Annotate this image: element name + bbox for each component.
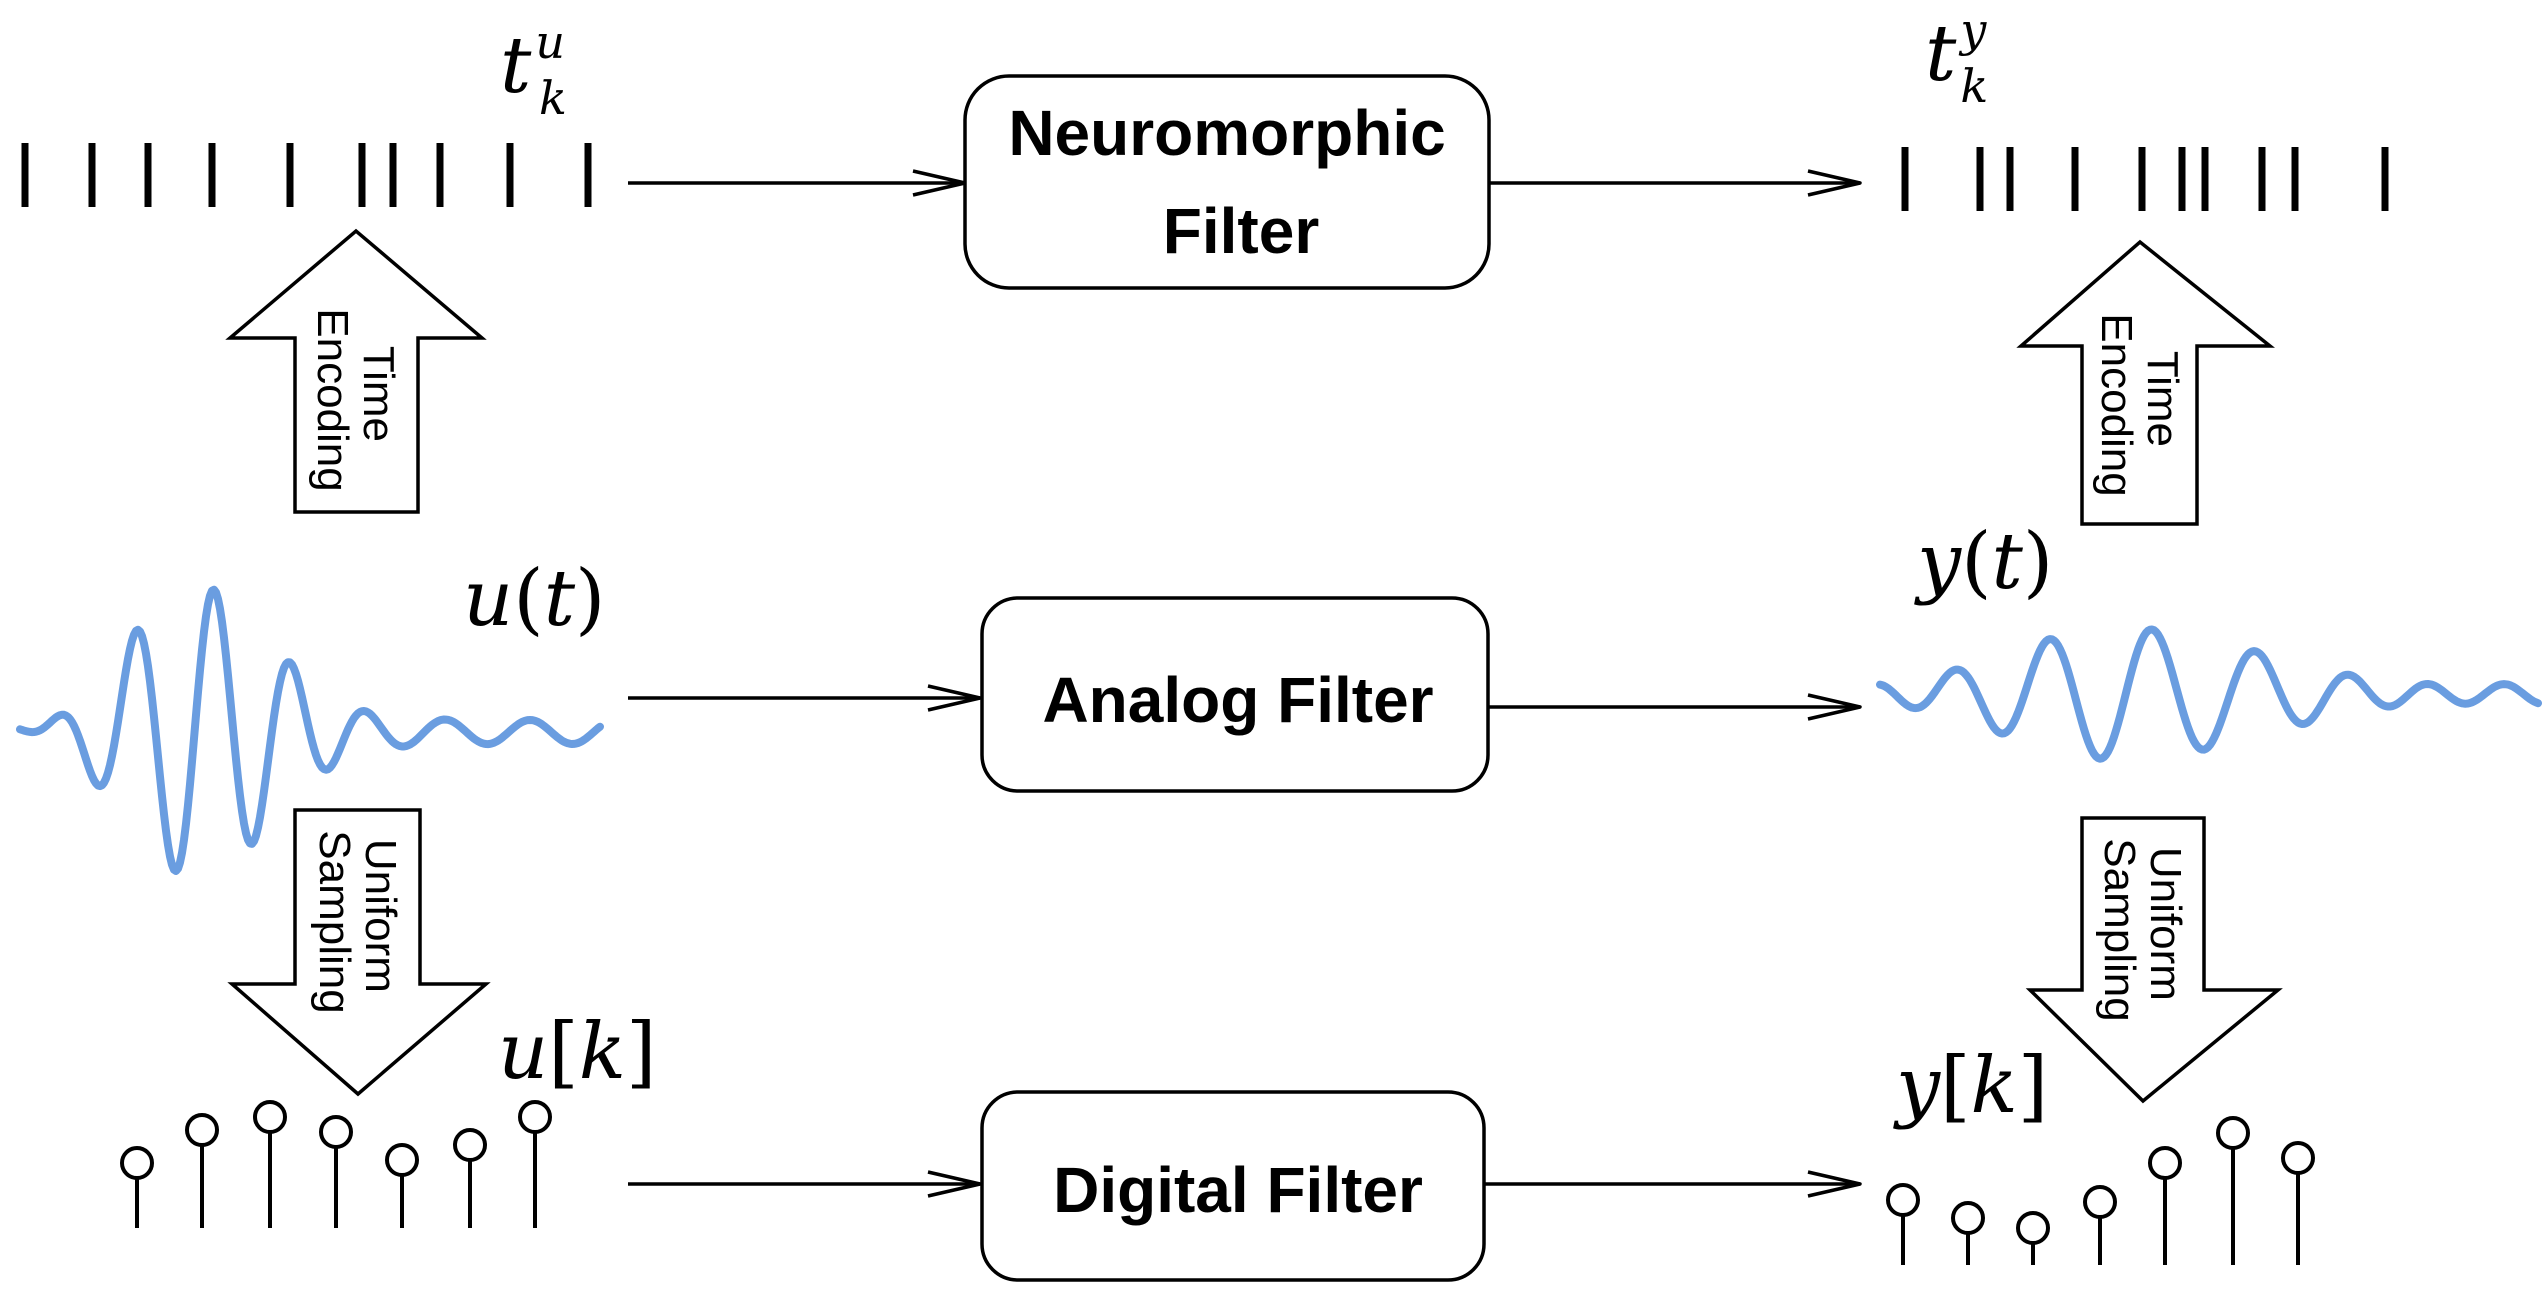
input-sample-marker	[253, 1100, 287, 1134]
digital-filter-label: Digital Filter	[1053, 1154, 1423, 1226]
output-digital-samples	[1886, 1116, 2315, 1265]
input-digital-name: u	[498, 1007, 548, 1097]
uniform-sampling-right-line2: Sampling	[2095, 838, 2144, 1021]
output-analog-waveform	[1876, 625, 2542, 763]
uniform-sampling-arrow-right: Uniform Sampling	[2025, 816, 2283, 1104]
output-spike-base: t	[1925, 9, 1957, 99]
time-encoding-left-line2: Encoding	[308, 308, 357, 491]
digital-filter-block: Digital Filter	[980, 1090, 1486, 1282]
input-spike-sup: u	[535, 15, 565, 69]
output-spike-sup: y	[1958, 3, 1987, 57]
input-analog-label: u(t)	[463, 554, 605, 644]
time-encoding-arrow-left: Time Encoding	[225, 228, 487, 514]
svg-text:Time Encoding: Time Encoding	[2092, 313, 2187, 496]
neuromorphic-filter-block: Neuromorphic Filter	[963, 74, 1491, 290]
svg-text:Time Encoding: Time Encoding	[308, 308, 403, 491]
uniform-sampling-left-line2: Sampling	[310, 830, 359, 1013]
input-sample-marker	[453, 1128, 487, 1162]
input-sample-marker	[185, 1113, 219, 1147]
input-sample-marker	[120, 1146, 154, 1180]
output-digital-arg: k	[1971, 1041, 2018, 1131]
input-spike-train	[21, 143, 592, 207]
output-sample-marker	[2148, 1146, 2182, 1180]
output-analog-name: y	[1914, 517, 1962, 607]
output-spike-sub: k	[1960, 59, 1988, 113]
time-encoding-arrow-right: Time Encoding	[2016, 239, 2275, 526]
output-analog-arg: t	[1992, 517, 2024, 607]
input-digital-label: u[k]	[498, 1007, 656, 1097]
output-spike-train	[1901, 147, 2389, 211]
uniform-sampling-left-line1: Uniform	[356, 839, 405, 993]
input-digital-arg: k	[579, 1007, 626, 1097]
input-analog-lparen: (	[513, 554, 543, 644]
output-sample-marker	[2016, 1211, 2050, 1245]
time-encoding-right-line2: Encoding	[2092, 313, 2141, 496]
output-digital-name: y	[1893, 1041, 1941, 1131]
neuromorphic-filter-line2: Filter	[1163, 195, 1319, 267]
analog-filter-block: Analog Filter	[980, 596, 1490, 793]
neuromorphic-filter-line1: Neuromorphic	[1008, 97, 1445, 169]
input-analog-arg: t	[544, 554, 576, 644]
input-sample-marker	[319, 1115, 353, 1149]
input-digital-rbracket: ]	[626, 1007, 656, 1097]
input-analog-rparen: )	[575, 554, 605, 644]
uniform-sampling-right-line1: Uniform	[2141, 847, 2190, 1001]
output-digital-rbracket: ]	[2018, 1041, 2048, 1131]
input-digital-samples	[120, 1100, 552, 1228]
input-sample-marker	[385, 1143, 419, 1177]
input-analog-name: u	[463, 554, 513, 644]
input-digital-lbracket: [	[548, 1007, 578, 1097]
analog-filter-label: Analog Filter	[1042, 664, 1433, 736]
uniform-sampling-arrow-left: Uniform Sampling	[227, 808, 491, 1097]
output-analog-rparen: )	[2023, 517, 2053, 607]
svg-text:Uniform Sampling: Uniform Sampling	[310, 830, 405, 1013]
time-encoding-right-line1: Time	[2138, 351, 2187, 447]
output-sample-marker	[2216, 1116, 2250, 1150]
output-sample-marker	[1886, 1183, 1920, 1217]
output-analog-label: y(t)	[1914, 517, 2053, 607]
svg-text:Uniform Sampling: Uniform Sampling	[2095, 838, 2190, 1021]
output-digital-label: y[k]	[1893, 1041, 2048, 1131]
output-sample-marker	[2281, 1141, 2315, 1175]
output-digital-lbracket: [	[1940, 1041, 1970, 1131]
output-analog-lparen: (	[1961, 517, 1991, 607]
time-encoding-left-line1: Time	[354, 346, 403, 442]
input-spike-sub: k	[539, 71, 567, 125]
input-sample-marker	[518, 1100, 552, 1134]
output-sample-marker	[1951, 1201, 1985, 1235]
output-sample-marker	[2083, 1185, 2117, 1219]
input-spike-base: t	[500, 21, 532, 111]
input-analog-waveform	[16, 585, 604, 875]
